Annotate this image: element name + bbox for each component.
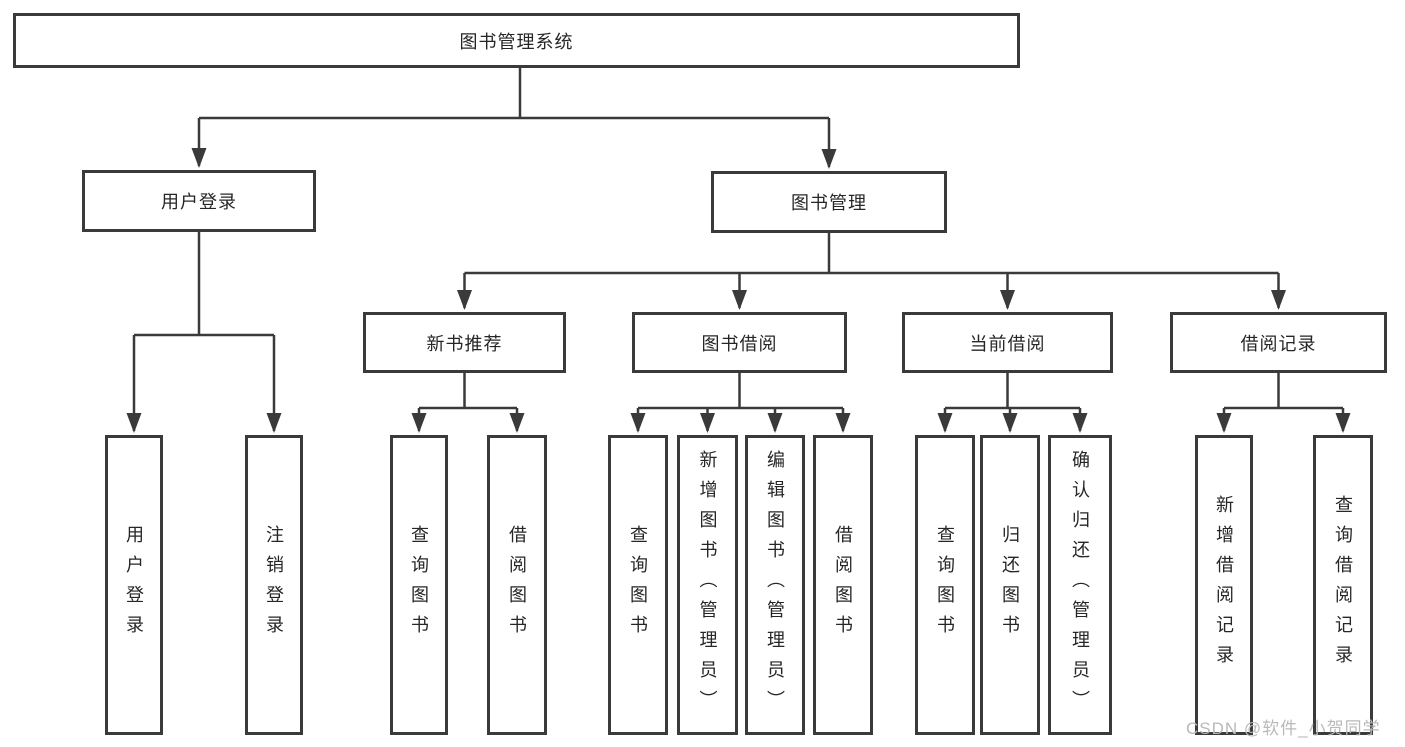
node-label: 图书管理系统 bbox=[459, 31, 574, 52]
node-root-system: 图书管理系统 bbox=[13, 13, 1020, 68]
leaf-borrow-edit-books-admin: 编辑图书（管理员） bbox=[745, 435, 805, 735]
node-label: 查询图书 bbox=[935, 525, 955, 645]
node-label: 编辑图书（管理员） bbox=[765, 450, 785, 720]
node-label: 查询借阅记录 bbox=[1333, 495, 1353, 675]
node-label: 新书推荐 bbox=[426, 333, 503, 354]
leaf-borrow-query-books: 查询图书 bbox=[608, 435, 668, 735]
leaf-records-query-record: 查询借阅记录 bbox=[1313, 435, 1373, 735]
node-label: 确认归还（管理员） bbox=[1070, 450, 1090, 720]
node-new-book-recommend: 新书推荐 bbox=[363, 312, 566, 373]
node-label: 用户登录 bbox=[161, 192, 237, 212]
leaf-current-query-books: 查询图书 bbox=[915, 435, 975, 735]
node-label: 新增借阅记录 bbox=[1214, 495, 1234, 675]
node-label: 图书借阅 bbox=[701, 333, 778, 354]
leaf-borrow-borrow-books: 借阅图书 bbox=[813, 435, 873, 735]
leaf-records-add-record: 新增借阅记录 bbox=[1195, 435, 1253, 735]
leaf-user-login: 用户登录 bbox=[105, 435, 163, 735]
node-label: 注销登录 bbox=[264, 525, 284, 645]
node-book-borrow: 图书借阅 bbox=[632, 312, 847, 373]
node-label: 借阅图书 bbox=[833, 525, 853, 645]
leaf-current-confirm-return-admin: 确认归还（管理员） bbox=[1048, 435, 1112, 735]
node-label: 借阅记录 bbox=[1240, 333, 1317, 354]
node-borrow-records: 借阅记录 bbox=[1170, 312, 1387, 373]
node-current-borrow: 当前借阅 bbox=[902, 312, 1113, 373]
node-user-login: 用户登录 bbox=[82, 170, 316, 232]
node-label: 借阅图书 bbox=[507, 525, 527, 645]
leaf-current-return-books: 归还图书 bbox=[980, 435, 1040, 735]
node-book-management: 图书管理 bbox=[711, 171, 947, 233]
leaf-newbook-borrow-books: 借阅图书 bbox=[487, 435, 547, 735]
node-label: 查询图书 bbox=[409, 525, 429, 645]
node-label: 当前借阅 bbox=[969, 333, 1046, 354]
leaf-newbook-query-books: 查询图书 bbox=[390, 435, 448, 735]
node-label: 用户登录 bbox=[124, 525, 144, 645]
csdn-watermark: CSDN @软件_小贺同学 bbox=[1186, 719, 1381, 738]
node-label: 查询图书 bbox=[628, 525, 648, 645]
node-label: 新增图书（管理员） bbox=[697, 450, 718, 720]
node-label: 归还图书 bbox=[1000, 525, 1020, 645]
leaf-logout: 注销登录 bbox=[245, 435, 303, 735]
node-label: 图书管理 bbox=[791, 193, 867, 213]
leaf-borrow-add-books-admin: 新增图书（管理员） bbox=[677, 435, 738, 735]
